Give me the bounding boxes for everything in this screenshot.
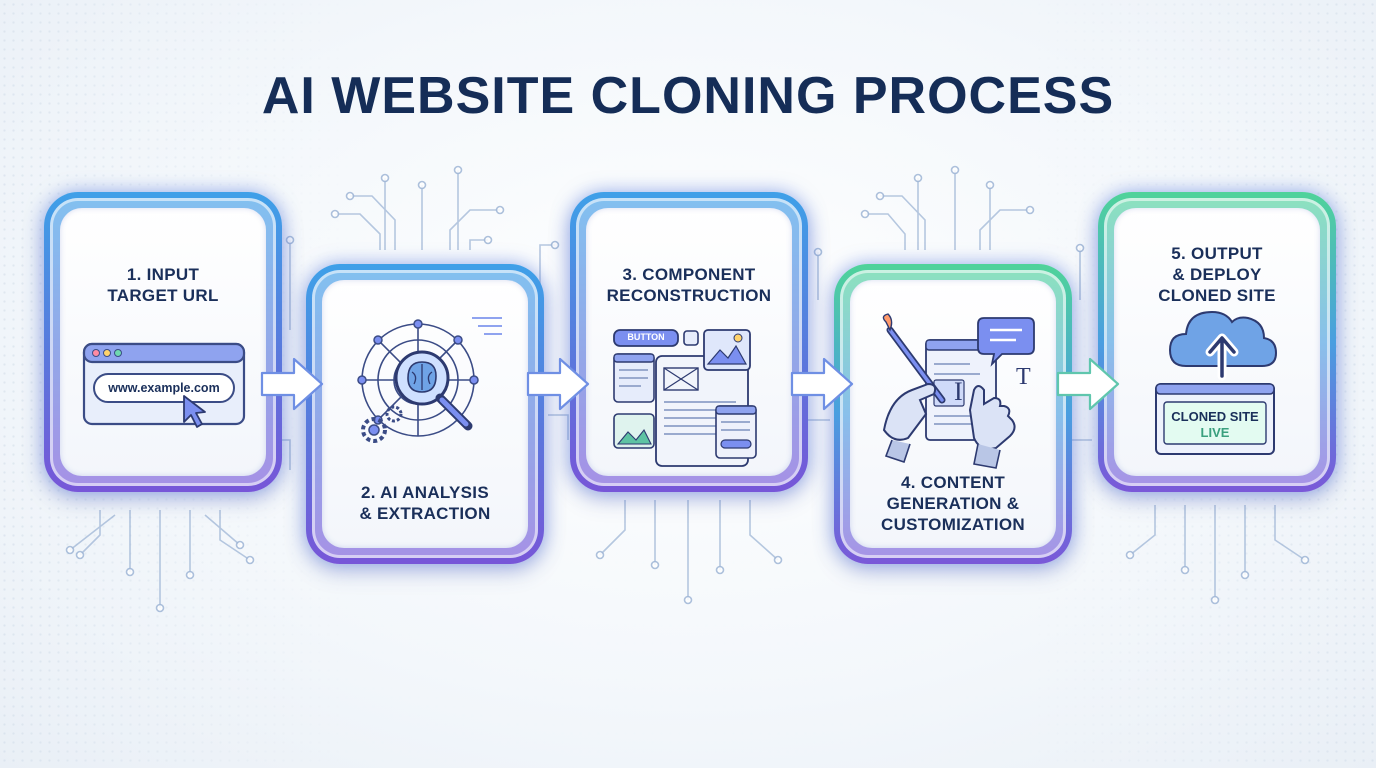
- step-3-label: 3. COMPONENT RECONSTRUCTION: [586, 264, 792, 306]
- step-4-label: 4. CONTENT GENERATION & CUSTOMIZATION: [850, 472, 1056, 535]
- component-button-text: BUTTON: [627, 332, 665, 342]
- cloud-upload-icon: [1155, 310, 1278, 455]
- url-text: www.example.com: [108, 381, 220, 395]
- arrow-right-icon: [1056, 357, 1120, 411]
- step-4-label-line-1: 4. CONTENT: [900, 473, 1006, 492]
- step-5-label-line-3: CLONED SITE: [1158, 286, 1276, 305]
- deploy-status: CLONED SITE LIVE: [1164, 409, 1266, 441]
- step-4-label-line-2: GENERATION &: [886, 494, 1020, 513]
- brain-web-magnifier-icon: [357, 317, 502, 443]
- step-2-label-line-2: & EXTRACTION: [359, 504, 491, 523]
- status-line-2: LIVE: [1200, 425, 1230, 440]
- step-3-label-line-2: RECONSTRUCTION: [606, 286, 772, 305]
- step-4-label-line-3: CUSTOMIZATION: [881, 515, 1025, 534]
- components-layout-icon: [613, 329, 757, 467]
- step-1-label: 1. INPUT TARGET URL: [60, 264, 266, 306]
- arrow-right-icon: [526, 357, 590, 411]
- step-2-card: 2. AI ANALYSIS & EXTRACTION: [306, 264, 544, 564]
- step-5-card: 5. OUTPUT & DEPLOY CLONED SITE CLONED SI…: [1098, 192, 1336, 492]
- browser-url-icon: [82, 342, 246, 428]
- status-line-1: CLONED SITE: [1171, 409, 1259, 424]
- page-title: AI WEBSITE CLONING PROCESS: [261, 67, 1115, 125]
- step-1-label-line-2: TARGET URL: [107, 286, 219, 305]
- arrow-right-icon: [790, 357, 854, 411]
- step-1-card: 1. INPUT TARGET URL www.example.com: [44, 192, 282, 492]
- step-5-label-line-1: 5. OUTPUT: [1171, 244, 1263, 263]
- step-1-label-line-1: 1. INPUT: [126, 265, 200, 284]
- svg-text:I: I: [954, 377, 963, 406]
- arrow-right-icon: [260, 357, 324, 411]
- robot-hands-editing-icon: I T: [882, 313, 1035, 469]
- step-3-card: 3. COMPONENT RECONSTRUCTION BUTTON: [570, 192, 808, 492]
- step-2-label-line-1: 2. AI ANALYSIS: [361, 483, 489, 502]
- step-5-label: 5. OUTPUT & DEPLOY CLONED SITE: [1114, 243, 1320, 306]
- step-2-label: 2. AI ANALYSIS & EXTRACTION: [322, 482, 528, 524]
- step-4-card: I T 4. CONTENT GENERATION & CUSTOMIZATIO…: [834, 264, 1072, 564]
- svg-text:T: T: [1016, 364, 1031, 390]
- step-5-label-line-2: & DEPLOY: [1172, 265, 1262, 284]
- step-3-label-line-1: 3. COMPONENT: [622, 265, 756, 284]
